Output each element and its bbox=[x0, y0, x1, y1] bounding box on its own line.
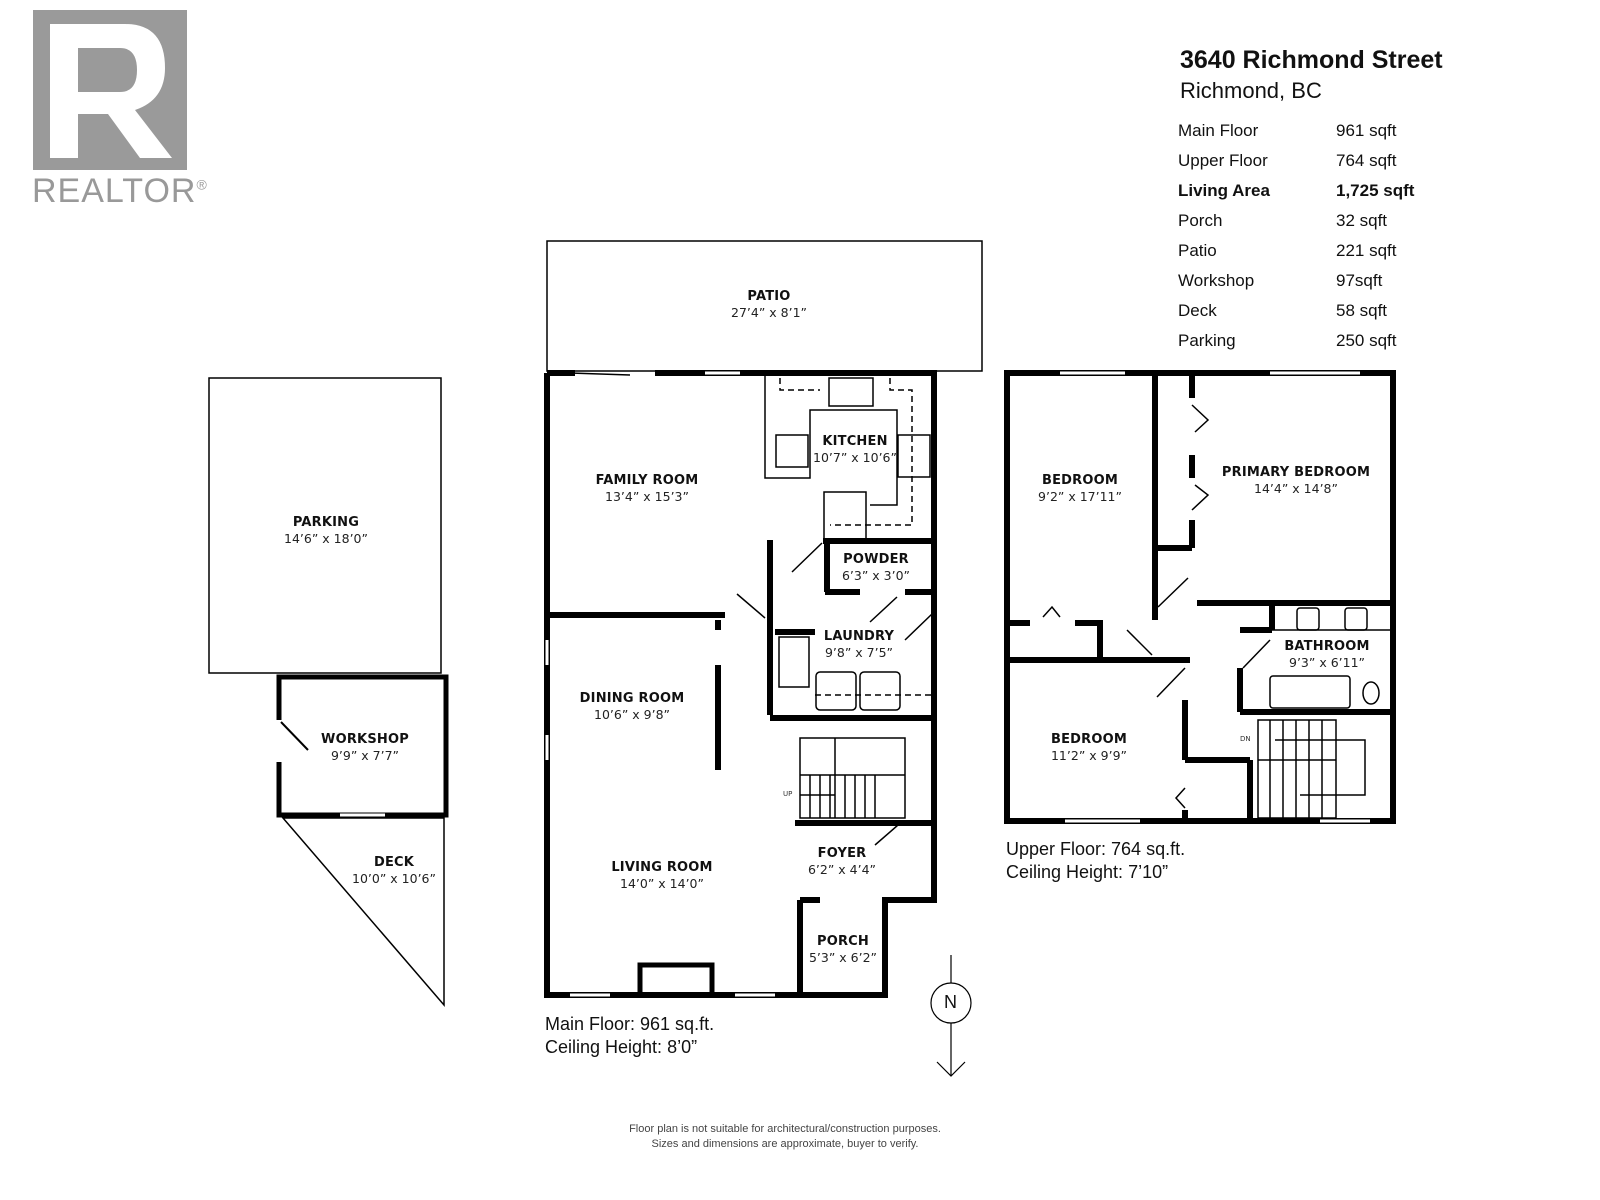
stat-row: Deck 58 sqft bbox=[1178, 296, 1414, 326]
room-name: FAMILY ROOM bbox=[595, 473, 699, 488]
parking-outline bbox=[208, 377, 442, 674]
room-name: FOYER bbox=[817, 846, 867, 861]
room-name: PARKING bbox=[292, 515, 360, 530]
stat-label: Upper Floor bbox=[1178, 151, 1268, 170]
room-dims: 9’2” x 17’11” bbox=[1038, 489, 1122, 505]
main-floor-walls bbox=[544, 370, 937, 998]
stat-value: 961 sqft bbox=[1336, 121, 1397, 140]
room-name: LAUNDRY bbox=[823, 629, 895, 644]
stat-label: Workshop bbox=[1178, 271, 1255, 290]
logo-text: REALTOR bbox=[32, 172, 197, 210]
room-dims: 5’3” x 6’2” bbox=[808, 950, 878, 966]
stat-value: 58 sqft bbox=[1336, 301, 1388, 320]
room-name: DINING ROOM bbox=[579, 691, 685, 706]
stairs-down-label: DN bbox=[1240, 735, 1251, 743]
stat-value: 250 sqft bbox=[1336, 331, 1397, 350]
stat-row: Porch 32 sqft bbox=[1178, 206, 1414, 236]
upper-floor-area: Upper Floor: 764 sq.ft. bbox=[1006, 839, 1186, 859]
main-floor-ceiling: Ceiling Height: 8’0” bbox=[545, 1037, 698, 1057]
stat-row: Main Floor 961 sqft bbox=[1178, 116, 1414, 146]
upper-floor-info: Upper Floor: 764 sq.ft. Ceiling Height: … bbox=[1006, 838, 1185, 884]
compass-north-label: N bbox=[944, 992, 957, 1012]
room-dims: 10’6” x 9’8” bbox=[593, 707, 671, 723]
realtor-logo bbox=[33, 10, 187, 170]
upper-floor-ceiling: Ceiling Height: 7’10” bbox=[1006, 862, 1169, 882]
stat-label: Main Floor bbox=[1178, 121, 1259, 140]
upper-floor-walls bbox=[1004, 370, 1396, 824]
area-summary-table: Main Floor 961 sqft Upper Floor 764 sqft L… bbox=[1178, 116, 1414, 356]
logo-registered: ® bbox=[196, 176, 208, 193]
stat-value: 32 sqft bbox=[1336, 211, 1388, 230]
room-name: KITCHEN bbox=[822, 434, 888, 449]
stat-value: 1,725 sqft bbox=[1336, 181, 1415, 200]
room-name: POWDER bbox=[843, 552, 909, 567]
stat-value: 97sqft bbox=[1336, 271, 1383, 290]
room-name: PATIO bbox=[747, 289, 791, 304]
stat-row: Parking 250 sqft bbox=[1178, 326, 1414, 356]
stat-row: Workshop 97sqft bbox=[1178, 266, 1414, 296]
stat-value: 221 sqft bbox=[1336, 241, 1397, 260]
stairs-up-label: UP bbox=[783, 790, 793, 798]
disclaimer-line: Sizes and dimensions are approximate, bu… bbox=[651, 1138, 919, 1150]
property-address: 3640 Richmond Street bbox=[1180, 46, 1443, 74]
disclaimer-line: Floor plan is not suitable for architect… bbox=[629, 1123, 941, 1135]
room-name: DECK bbox=[373, 855, 415, 870]
room-dims: 6’2” x 4’4” bbox=[807, 862, 877, 878]
stat-label: Living Area bbox=[1178, 181, 1270, 200]
room-name: WORKSHOP bbox=[321, 732, 409, 747]
stat-label: Patio bbox=[1178, 241, 1217, 260]
stat-row: Upper Floor 764 sqft bbox=[1178, 146, 1414, 176]
main-floor-area: Main Floor: 961 sq.ft. bbox=[545, 1014, 715, 1034]
room-name: BEDROOM bbox=[1041, 473, 1119, 488]
room-name: BEDROOM bbox=[1050, 732, 1128, 747]
stat-value: 764 sqft bbox=[1336, 151, 1397, 170]
room-name: LIVING ROOM bbox=[611, 860, 713, 875]
main-stairs bbox=[799, 737, 906, 819]
room-dims: 10’7” x 10’6” bbox=[813, 450, 897, 466]
north-arrow-icon bbox=[930, 955, 972, 1077]
room-dims: 9’3” x 6’11” bbox=[1288, 655, 1366, 671]
stat-label: Porch bbox=[1178, 211, 1223, 230]
deck-outline bbox=[281, 817, 445, 1008]
room-dims: 11’2” x 9’9” bbox=[1050, 748, 1127, 764]
realtor-logo-text: REALTOR® bbox=[32, 172, 208, 211]
room-name: PRIMARY BEDROOM bbox=[1221, 465, 1371, 480]
stat-row: Living Area 1,725 sqft bbox=[1178, 176, 1414, 206]
room-dims: 14’4” x 14’8” bbox=[1254, 481, 1338, 497]
property-city: Richmond, BC bbox=[1180, 78, 1322, 103]
stat-label: Deck bbox=[1178, 301, 1217, 320]
room-dims: 27’4” x 8’1” bbox=[730, 305, 808, 321]
room-dims: 14’6” x 18’0” bbox=[284, 531, 368, 547]
disclaimer: Floor plan is not suitable for architect… bbox=[629, 1122, 941, 1152]
room-dims: 14’0” x 14’0” bbox=[620, 876, 704, 892]
room-name: PORCH bbox=[816, 934, 869, 949]
stat-row: Patio 221 sqft bbox=[1178, 236, 1414, 266]
main-floor-info: Main Floor: 961 sq.ft. Ceiling Height: 8… bbox=[545, 1013, 714, 1059]
stat-label: Parking bbox=[1178, 331, 1236, 350]
room-dims: 9’8” x 7’5” bbox=[824, 645, 894, 661]
room-dims: 10’0” x 10’6” bbox=[352, 871, 436, 887]
upper-stairs bbox=[1257, 719, 1366, 819]
room-dims: 6’3” x 3’0” bbox=[841, 568, 911, 584]
room-name: BATHROOM bbox=[1284, 639, 1370, 654]
room-dims: 13’4” x 15’3” bbox=[605, 489, 689, 505]
room-dims: 9’9” x 7’7” bbox=[330, 748, 400, 764]
